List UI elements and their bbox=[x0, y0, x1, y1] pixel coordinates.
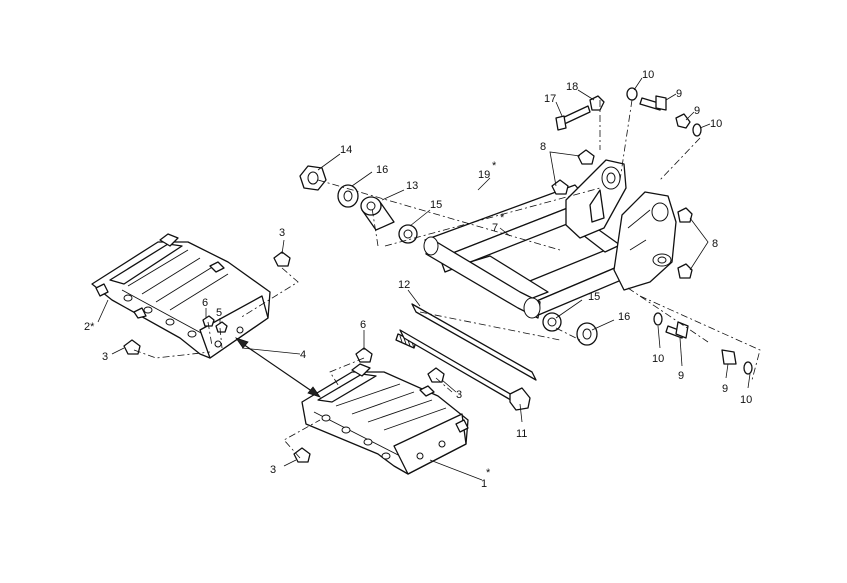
label-3-right: 3 bbox=[456, 389, 462, 401]
washer-10-lower bbox=[653, 312, 663, 326]
label-11: 11 bbox=[516, 428, 527, 440]
label-10-lower: 10 bbox=[652, 353, 664, 365]
label-19-star: * bbox=[492, 160, 497, 172]
label-15-right: 15 bbox=[588, 291, 600, 303]
label-19: 19 bbox=[478, 169, 490, 181]
washer-10-mid bbox=[692, 123, 702, 137]
nut-3-upper bbox=[273, 251, 291, 267]
label-10-bottom: 10 bbox=[740, 394, 752, 406]
nut-8-right bbox=[677, 207, 693, 279]
bolt-9-lower bbox=[665, 321, 689, 339]
nut-3-bottom bbox=[293, 447, 311, 463]
bolt-11 bbox=[399, 329, 531, 411]
nut-3-right bbox=[427, 367, 445, 383]
label-9-bottom: 9 bbox=[722, 383, 728, 395]
bolt-9-top bbox=[639, 95, 667, 111]
label-15-left: 15 bbox=[430, 199, 442, 211]
label-13: 13 bbox=[406, 180, 418, 192]
label-1: 1 bbox=[481, 478, 487, 490]
label-6-right: 6 bbox=[360, 319, 366, 331]
bushing-15-left bbox=[398, 224, 418, 244]
frame-1 bbox=[301, 363, 469, 475]
swingarm-assembly bbox=[423, 159, 677, 319]
label-5: 5 bbox=[216, 307, 222, 319]
label-3-upper: 3 bbox=[279, 227, 285, 239]
nut-8-upper bbox=[551, 149, 595, 195]
nut-3-left bbox=[123, 339, 141, 355]
bushing-15-right bbox=[542, 312, 562, 332]
nut-6-left bbox=[202, 315, 215, 327]
label-8-upper: 8 bbox=[540, 141, 546, 153]
label-6-left: 6 bbox=[202, 297, 208, 309]
nut-5 bbox=[215, 321, 228, 333]
washer-10-top bbox=[626, 87, 638, 101]
label-9-top: 9 bbox=[676, 88, 682, 100]
label-2: 2* bbox=[84, 321, 95, 333]
nut-14 bbox=[299, 165, 327, 191]
leader-lines bbox=[97, 77, 751, 481]
label-10-top: 10 bbox=[642, 69, 654, 81]
label-18: 18 bbox=[566, 81, 578, 93]
nut-6-right bbox=[355, 347, 373, 363]
nut-18 bbox=[589, 95, 605, 111]
label-1-star: * bbox=[486, 467, 491, 479]
double-arrow-4 bbox=[234, 337, 322, 398]
label-12: 12 bbox=[398, 279, 410, 291]
label-7: 7 bbox=[492, 222, 498, 234]
label-17: 17 bbox=[544, 93, 556, 105]
assembly-lines bbox=[133, 99, 761, 459]
label-8-right: 8 bbox=[712, 238, 718, 250]
label-3-bottom: 3 bbox=[270, 464, 276, 476]
bolt-9-mid bbox=[675, 113, 691, 129]
washer-16-right bbox=[576, 322, 598, 346]
label-7-star: * bbox=[500, 212, 505, 224]
washer-10-bottom bbox=[743, 361, 753, 375]
label-4: 4 bbox=[300, 349, 306, 361]
label-9-mid: 9 bbox=[694, 105, 700, 117]
bolt-17 bbox=[555, 105, 591, 131]
axle-12 bbox=[395, 303, 537, 381]
label-16-left: 16 bbox=[376, 164, 388, 176]
frame-2 bbox=[91, 233, 271, 359]
bolt-9-bottom bbox=[721, 349, 737, 365]
label-10-mid: 10 bbox=[710, 118, 722, 130]
label-16-right: 16 bbox=[618, 311, 630, 323]
label-9-lower: 9 bbox=[678, 370, 684, 382]
sleeve-13 bbox=[360, 196, 395, 231]
label-14: 14 bbox=[340, 144, 352, 156]
callout-labels: 1 * 2* 3 3 3 3 4 5 6 6 7 * 8 8 9 9 9 9 1… bbox=[84, 69, 752, 490]
label-3-left: 3 bbox=[102, 351, 108, 363]
